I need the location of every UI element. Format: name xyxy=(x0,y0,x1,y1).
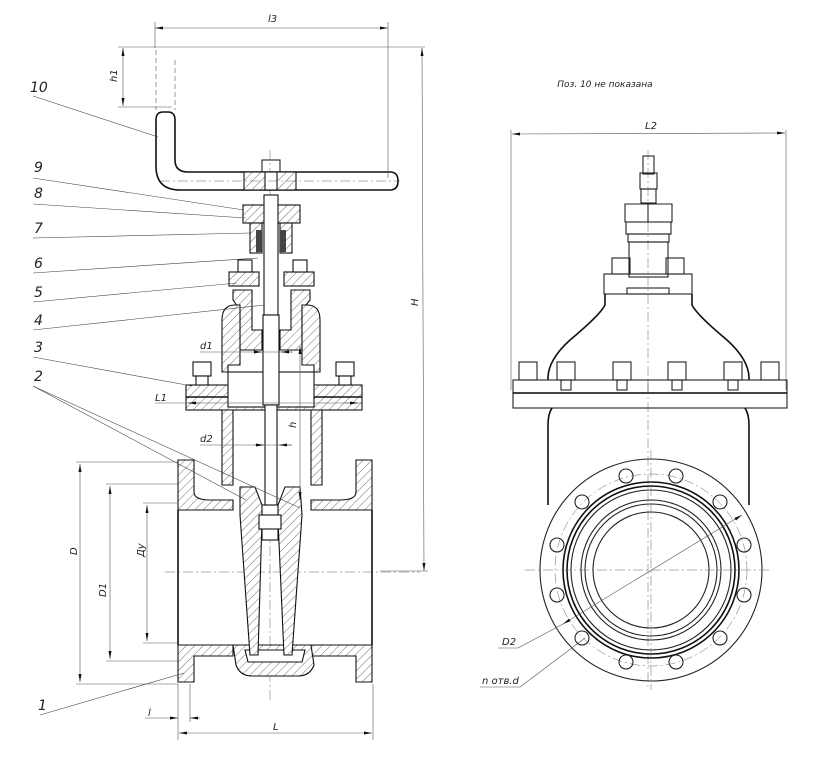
end-flange xyxy=(480,450,770,690)
position-label-4: 4 xyxy=(34,313,43,329)
position-label-7: 7 xyxy=(34,221,43,237)
dim-d2: d2 xyxy=(200,434,213,445)
position-label-10: 10 xyxy=(30,80,48,96)
dim-D1: D1 xyxy=(98,583,109,597)
section-dimensions xyxy=(76,22,428,740)
bonnet xyxy=(221,259,321,373)
position-label-8: 8 xyxy=(34,186,43,202)
position-label-5: 5 xyxy=(34,285,43,301)
dim-Dy: Ду xyxy=(136,542,147,558)
note-position-10-not-shown: Поз. 10 не показана xyxy=(557,80,652,90)
gland-assembly xyxy=(242,194,301,316)
section-view: 10 9 8 7 6 5 4 3 2 1 xyxy=(30,14,428,740)
dim-l3: l3 xyxy=(268,14,277,25)
position-label-6: 6 xyxy=(34,256,43,272)
position-leaders xyxy=(32,95,301,716)
position-label-3: 3 xyxy=(34,340,43,356)
position-label-2: 2 xyxy=(34,369,43,385)
wedge xyxy=(239,486,303,656)
handle xyxy=(155,50,400,191)
dim-h: h xyxy=(288,422,299,428)
dim-L1: L1 xyxy=(155,393,167,404)
dim-h1: h1 xyxy=(109,69,120,82)
dim-l: l xyxy=(148,708,151,719)
dim-D2: D2 xyxy=(502,637,516,648)
dim-D: D xyxy=(69,547,80,555)
dim-L: L xyxy=(273,722,279,733)
dim-bolt-holes: n отв.d xyxy=(482,676,520,687)
body xyxy=(177,409,373,683)
flange-bolts xyxy=(518,361,780,391)
side-view: Поз. 10 не показана L2 xyxy=(480,80,788,690)
position-label-1: 1 xyxy=(38,698,47,714)
dim-d1: d1 xyxy=(200,341,213,352)
stem xyxy=(262,314,280,506)
dim-H: H xyxy=(410,298,421,306)
position-label-9: 9 xyxy=(34,160,43,176)
dim-L2: L2 xyxy=(645,121,657,132)
